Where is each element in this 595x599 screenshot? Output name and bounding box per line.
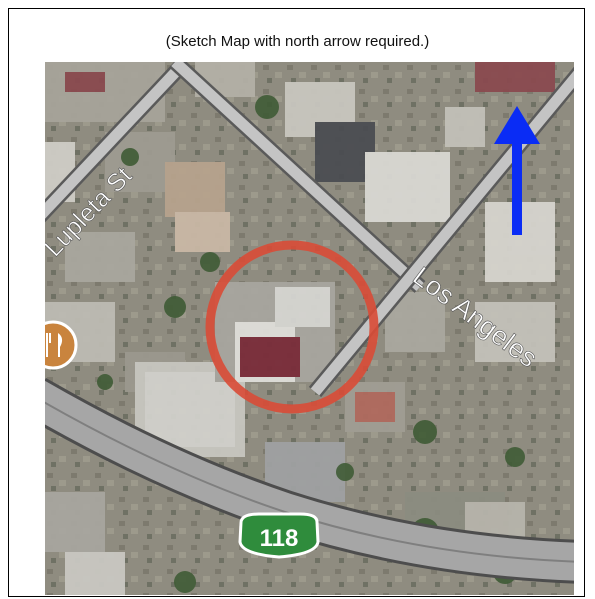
map-caption: (Sketch Map with north arrow required.): [165, 33, 430, 50]
highway-shield: 118: [238, 512, 320, 559]
location-circle-marker: [205, 240, 379, 414]
aerial-map[interactable]: Lupleta St Los Angeles 118: [45, 62, 574, 595]
restaurant-icon[interactable]: [45, 320, 78, 370]
north-arrow-icon: [494, 106, 540, 235]
roads: [45, 62, 574, 584]
highway-shield-number: 118: [260, 525, 299, 552]
